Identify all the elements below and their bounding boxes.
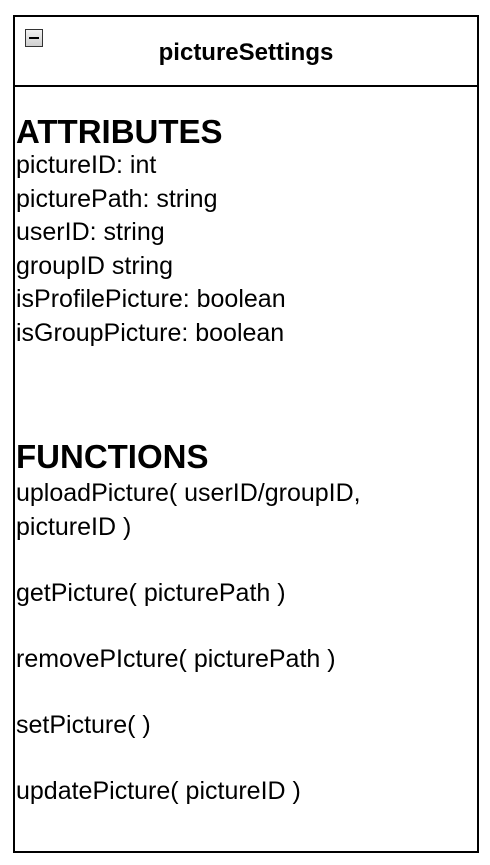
attributes-heading: ATTRIBUTES xyxy=(16,113,223,150)
function-line: getPicture( picturePath ) xyxy=(16,579,286,607)
function-line: updatePicture( pictureID ) xyxy=(16,777,301,805)
function-item: uploadPicture( userID/groupID, pictureID… xyxy=(16,476,361,544)
functions-heading: FUNCTIONS xyxy=(16,438,209,475)
functions-section: FUNCTIONS uploadPicture( userID/groupID,… xyxy=(16,438,361,840)
function-item: removePIcture( picturePath ) xyxy=(16,642,361,676)
attribute-item: userID: string xyxy=(16,218,165,246)
function-item: updatePicture( pictureID ) xyxy=(16,774,361,808)
attribute-item: pictureID: int xyxy=(16,151,157,179)
attribute-item: isProfilePicture: boolean xyxy=(16,285,286,313)
collapse-icon[interactable] xyxy=(25,29,43,47)
function-item: setPicture( ) xyxy=(16,708,361,742)
function-line: removePIcture( picturePath ) xyxy=(16,645,336,673)
attribute-item: picturePath: string xyxy=(16,184,218,213)
class-body: ATTRIBUTES pictureID: int picturePath: s… xyxy=(16,113,480,805)
function-line: uploadPicture( userID/groupID, xyxy=(16,479,361,507)
attribute-item: isGroupPicture: boolean xyxy=(16,318,285,347)
class-header: pictureSettings xyxy=(15,17,477,87)
function-item: getPicture( picturePath ) xyxy=(16,576,361,610)
attributes-section: ATTRIBUTES pictureID: int picturePath: s… xyxy=(16,113,480,350)
attribute-item: groupID string xyxy=(16,251,174,280)
class-box: pictureSettings xyxy=(13,15,479,853)
function-line: setPicture( ) xyxy=(16,711,151,739)
function-line: pictureID ) xyxy=(16,513,132,541)
class-title: pictureSettings xyxy=(158,39,334,66)
